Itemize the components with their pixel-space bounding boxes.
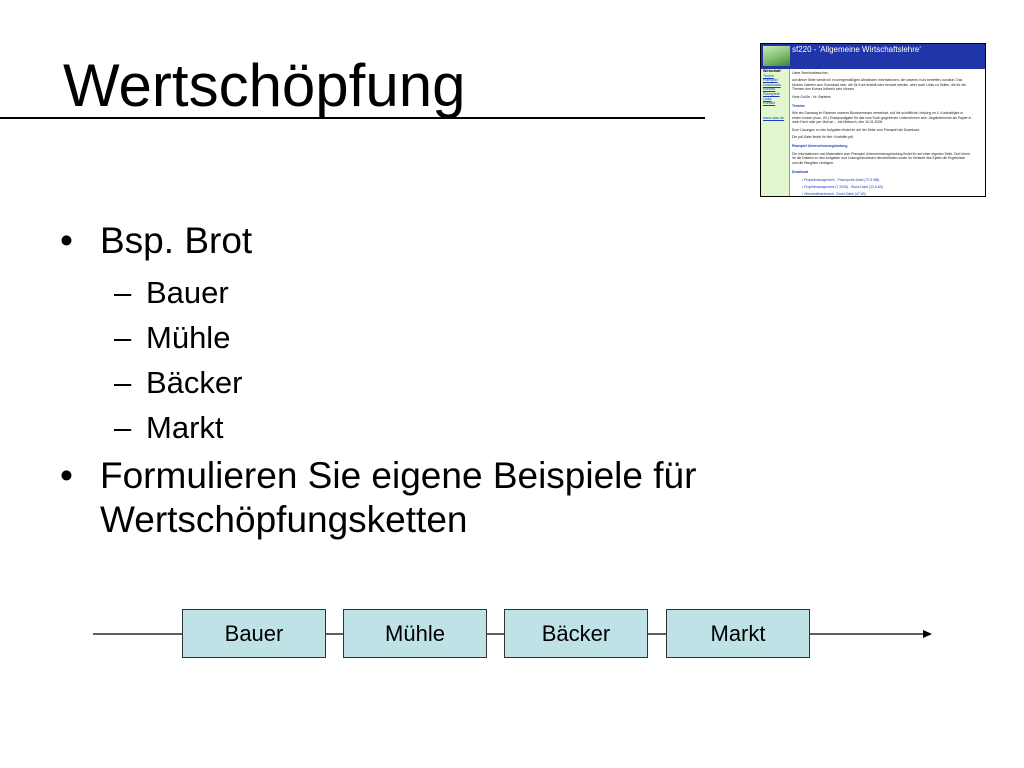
bullet-list: • Bsp. Brot – Bauer – Mühle – Bäcker – M…: [55, 218, 775, 548]
screenshot-text-line: auf dieser Seite werde ich in unregelmäß…: [792, 78, 963, 83]
screenshot-text-line: Liebe Seminarbesucher,: [792, 71, 829, 75]
sub-bullet-text: Markt: [146, 410, 224, 445]
screenshot-sidebar-item: Termin: [763, 73, 774, 78]
screenshot-text-line: Die pdf-Datei findet ihr hier: Kosthilfe…: [792, 135, 853, 140]
sub-bullet-text: Bäcker: [146, 365, 243, 400]
screenshot-sidebar-item: Planspiel: [763, 78, 778, 83]
website-screenshot: sf220 - 'Allgemeine Wirtschaftslehre' Wi…: [760, 43, 986, 197]
screenshot-sidebar-item: Kontakt: [763, 87, 776, 92]
sub-bullet-text: Bauer: [146, 275, 229, 310]
screenshot-text-line: können Dateien zum Download sein, die fü…: [792, 82, 966, 87]
bullet-text: Formulieren Sie eigene Beispiele für Wer…: [100, 455, 697, 540]
screenshot-gap: [792, 99, 982, 102]
arrow-head-icon: [923, 630, 932, 638]
screenshot-text-line: ihr die Dateien zu den Aufgaben und Lösu…: [792, 156, 966, 161]
title-underline: [0, 117, 705, 119]
screenshot-text-line: Die Informationen und Materialien zum Pl…: [792, 151, 970, 156]
screenshot-heading: Termine: [792, 104, 805, 109]
bullet-item: • Bsp. Brot: [55, 218, 775, 264]
screenshot-gap: [792, 139, 982, 142]
screenshot-sidebar-item: www.uasc.de: [763, 115, 785, 120]
screenshot-text-line: Eure Lösungen zu den Aufgaben findet ihr…: [792, 127, 920, 132]
screenshot-sidebar-item: Links: [763, 96, 772, 101]
screenshot-sidebar-item: Wirtschaft: [763, 69, 781, 73]
screenshot-download-link: • Wirtschaftskreislauf - Excel-Datei (47…: [802, 192, 866, 197]
screenshot-text-line: Wie am Samstag im Rahmen unseres Blockse…: [792, 111, 964, 116]
screenshot-sidebar-item: Downloads: [763, 82, 781, 87]
chain-step-muehle: Mühle: [343, 609, 487, 658]
screenshot-header-title: sf220 - 'Allgemeine Wirtschaftslehre': [792, 45, 921, 54]
chain-step-bauer: Bauer: [182, 609, 326, 658]
screenshot-text-line: Themen des Kurses hilfreich sein können.: [792, 87, 856, 92]
screenshot-download-link: • Projektmanagement - Powerpoint-Datei (…: [802, 177, 880, 182]
header-photo: [763, 46, 790, 66]
screenshot-gap: [792, 165, 982, 168]
screenshot-text-line: einem kurzen (max. 4S.) Essaysaufgabe fü…: [792, 115, 972, 120]
sub-bullet-item: – Mühle: [55, 315, 775, 360]
screenshot-heading: Download: [792, 170, 809, 175]
sub-bullet-mark: –: [114, 275, 132, 310]
sub-bullet-item: – Bäcker: [55, 360, 775, 405]
bullet-mark: •: [60, 455, 73, 496]
screenshot-sidebar-item: Planspiele: [763, 91, 780, 96]
sub-bullet-mark: –: [114, 410, 132, 445]
screenshot-text-line: Viele Grüße - Hr. Barteles: [792, 94, 831, 99]
chain-step-markt: Markt: [666, 609, 810, 658]
chain-step-baecker: Bäcker: [504, 609, 648, 658]
bullet-mark: •: [60, 220, 73, 261]
screenshot-text-line: mein Fach oder per Mail an ... bis Mittw…: [792, 120, 884, 125]
screenshot-download-link: • Projektmanagement (7.2008) - Word-Date…: [802, 184, 883, 189]
screenshot-heading: Planspiel Unternehmensgründung: [792, 144, 848, 149]
slide-title: Wertschöpfung: [63, 52, 466, 119]
bullet-item: • Formulieren Sie eigene Beispiele für W…: [55, 454, 775, 542]
sub-bullet-text: Mühle: [146, 320, 231, 355]
screenshot-header: sf220 - 'Allgemeine Wirtschaftslehre': [761, 44, 985, 69]
sub-bullet-item: – Markt: [55, 405, 775, 450]
sub-bullet-mark: –: [114, 365, 132, 400]
screenshot-sidebar-item: Kontakt: [763, 101, 776, 106]
screenshot-content: Liebe Seminarbesucher, auf dieser Seite w…: [792, 71, 982, 196]
sub-bullet-mark: –: [114, 320, 132, 355]
screenshot-text-line: und die Rangliste verfolgen.: [792, 160, 835, 165]
sub-bullet-item: – Bauer: [55, 270, 775, 315]
bullet-text: Bsp. Brot: [100, 220, 253, 261]
